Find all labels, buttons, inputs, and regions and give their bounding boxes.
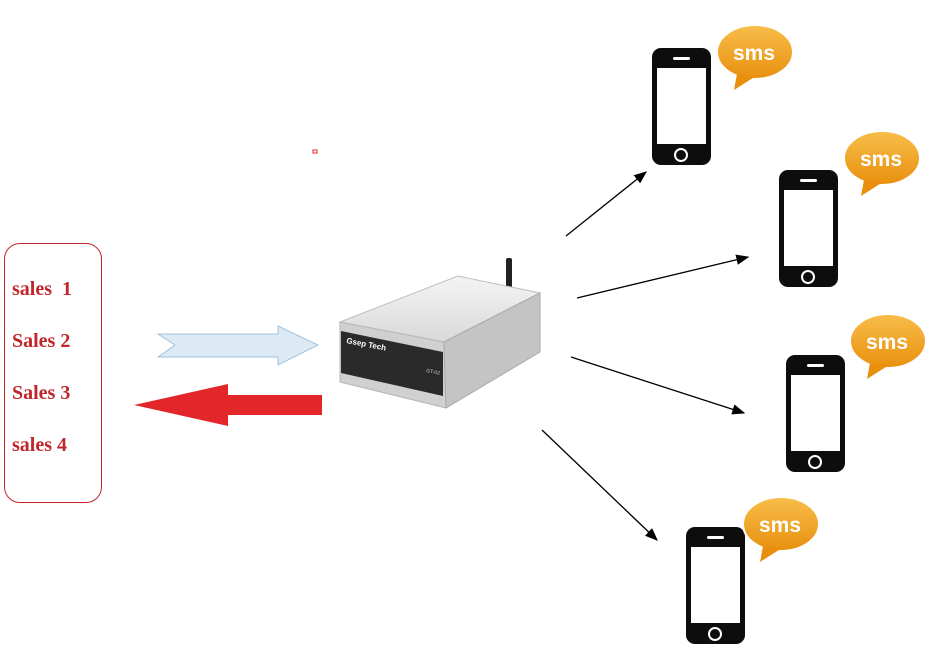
sms-badge-label: sms — [733, 42, 775, 65]
phone-1: sms — [652, 25, 793, 165]
sms-bubble-icon: sms — [850, 314, 926, 379]
arrow-to-phone-3 — [571, 357, 744, 413]
sms-bubble-icon: sms — [717, 25, 793, 90]
sms-bubble-icon: sms — [844, 131, 920, 196]
sms-badge-label: sms — [866, 331, 908, 354]
sms-bubble-icon: sms — [743, 497, 819, 562]
gsm-gateway-device: Gsep Tech GT-02 — [340, 258, 540, 408]
arrow-to-phone-2 — [577, 257, 748, 298]
outgoing-arrow — [134, 384, 322, 426]
arrow-to-phone-4 — [542, 430, 657, 540]
antenna-icon — [506, 258, 512, 288]
phone-4: sms — [686, 497, 819, 644]
sms-badge-label: sms — [759, 514, 801, 537]
sms-badge-label: sms — [860, 148, 902, 171]
stray-mark — [313, 150, 317, 153]
incoming-arrow — [158, 326, 318, 365]
phone-3: sms — [786, 314, 926, 472]
arrow-to-phone-1 — [566, 172, 646, 236]
phone-2: sms — [779, 131, 920, 287]
